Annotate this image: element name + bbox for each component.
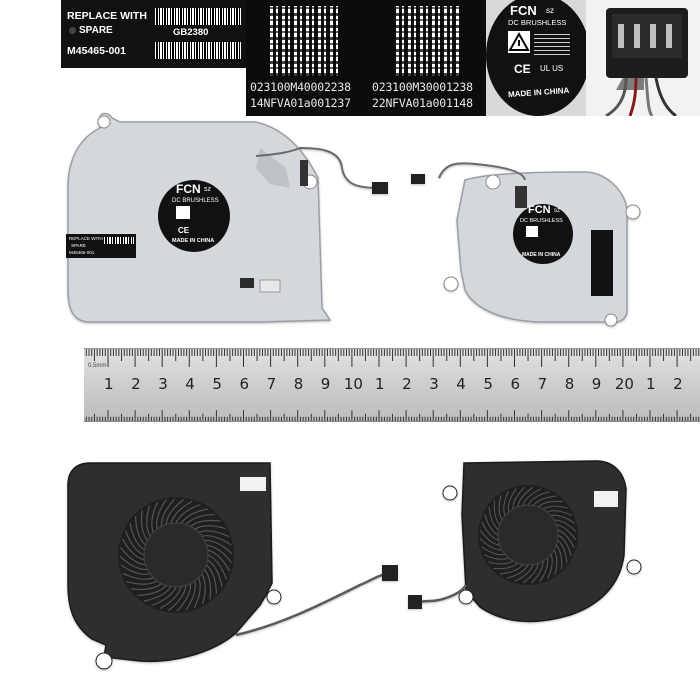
barcode-top bbox=[155, 8, 241, 25]
large-fan-sticker-header: REPLACE WITH bbox=[69, 236, 103, 241]
ruler-number: 5 bbox=[212, 375, 222, 393]
serial-qr-photo-1: 023100M40002238 14NFVA01a001237 bbox=[246, 0, 368, 116]
spare-dot bbox=[69, 27, 76, 34]
large-fan-brand: FCN bbox=[176, 182, 201, 196]
ruler-number: 2 bbox=[131, 375, 141, 393]
ruler-number: 9 bbox=[320, 375, 331, 393]
serial-2-line1: 023100M30001238 bbox=[372, 80, 473, 94]
spare-label-photo: REPLACE WITH SPARE GB2380 M45465-001 bbox=[61, 0, 248, 68]
large-fan-blades bbox=[119, 498, 233, 612]
ruler-number: 1 bbox=[646, 375, 656, 393]
sticker-disc bbox=[486, 0, 586, 116]
sticker-ce-mark: CE bbox=[514, 62, 531, 76]
small-fan-blades bbox=[479, 486, 577, 584]
large-fan-top-view bbox=[67, 112, 388, 323]
sticker-type: DC BRUSHLESS bbox=[508, 18, 567, 27]
sticker-ul-mark: UL US bbox=[540, 64, 564, 73]
connector-closeup bbox=[586, 0, 700, 116]
ruler-number: 1 bbox=[375, 375, 385, 393]
fan-sticker-closeup: FCN sz DC BRUSHLESS CE UL US MADE IN CHI… bbox=[486, 0, 586, 116]
ruler-number: 3 bbox=[158, 375, 168, 393]
serial-1-line1: 023100M40002238 bbox=[250, 80, 351, 94]
spare-text: SPARE bbox=[79, 25, 113, 36]
gb-code: GB2380 bbox=[173, 27, 209, 38]
large-fan-spare-sticker: REPLACE WITH SPARE M45465-001 bbox=[66, 234, 136, 258]
ruler-number: 2 bbox=[402, 375, 412, 393]
qr-code-1 bbox=[270, 6, 338, 76]
qr-code-2 bbox=[396, 6, 462, 76]
large-fan-sticker-pn: M45465-001 bbox=[69, 250, 95, 255]
barcode-bottom bbox=[155, 42, 241, 59]
ruler-number: 3 bbox=[429, 375, 439, 393]
ruler-number: 7 bbox=[537, 375, 548, 393]
ruler-number: 10 bbox=[343, 375, 363, 393]
warning-triangle-icon bbox=[508, 31, 530, 53]
small-fan-label-disc bbox=[513, 204, 573, 264]
ruler-number: 20 bbox=[614, 375, 634, 393]
sticker-fine-print bbox=[534, 31, 570, 55]
ruler-number: 9 bbox=[591, 375, 602, 393]
part-number: M45465-001 bbox=[67, 45, 126, 57]
small-fan-brand-sub: sz bbox=[554, 208, 560, 214]
ruler-number: 5 bbox=[483, 375, 493, 393]
ruler-number: 2 bbox=[673, 375, 683, 393]
serial-1-line2: 14NFVA01a001237 bbox=[250, 96, 351, 110]
small-fan-brand: FCN bbox=[528, 204, 551, 216]
ruler-number: 7 bbox=[266, 375, 277, 393]
ruler-number: 4 bbox=[456, 375, 466, 393]
large-fan-warning-icon bbox=[176, 206, 190, 219]
large-fan-ce: CE bbox=[178, 226, 190, 235]
sticker-brand-sub: sz bbox=[546, 6, 554, 15]
ruler-number: 6 bbox=[510, 375, 521, 393]
large-fan-sticker-spare: SPARE bbox=[71, 243, 86, 248]
small-fan-warning-icon bbox=[526, 226, 538, 237]
serial-2-line2: 22NFVA01a001148 bbox=[372, 96, 473, 110]
small-fan-origin: MADE IN CHINA bbox=[522, 252, 561, 258]
replace-with-text: REPLACE WITH bbox=[67, 10, 147, 22]
sticker-brand: FCN bbox=[510, 3, 537, 18]
ruler-number: 6 bbox=[239, 375, 250, 393]
large-fan-sticker-barcode bbox=[104, 237, 134, 244]
ruler-number: 1 bbox=[104, 375, 114, 393]
large-fan-origin: MADE IN CHINA bbox=[172, 238, 215, 244]
ruler-number: 8 bbox=[564, 375, 575, 393]
ruler-number: 8 bbox=[293, 375, 304, 393]
large-fan-type: DC BRUSHLESS bbox=[172, 198, 219, 204]
small-fan-type: DC BRUSHLESS bbox=[520, 218, 563, 224]
ruler-unit: 0.5mm bbox=[88, 363, 107, 369]
small-fan-bottom-view bbox=[408, 460, 642, 623]
serial-qr-photo-2: 023100M30001238 22NFVA01a001148 bbox=[368, 0, 486, 116]
steel-ruler: 0.5mm 1234567891012345678920123 bbox=[84, 348, 700, 422]
ruler-ticks bbox=[84, 349, 700, 421]
large-fan-bottom-view bbox=[67, 462, 398, 670]
large-fan-brand-sub: sz bbox=[204, 186, 211, 193]
large-fan-label-disc bbox=[158, 180, 230, 252]
small-fan-top-view bbox=[411, 162, 641, 327]
ruler-number: 4 bbox=[185, 375, 195, 393]
